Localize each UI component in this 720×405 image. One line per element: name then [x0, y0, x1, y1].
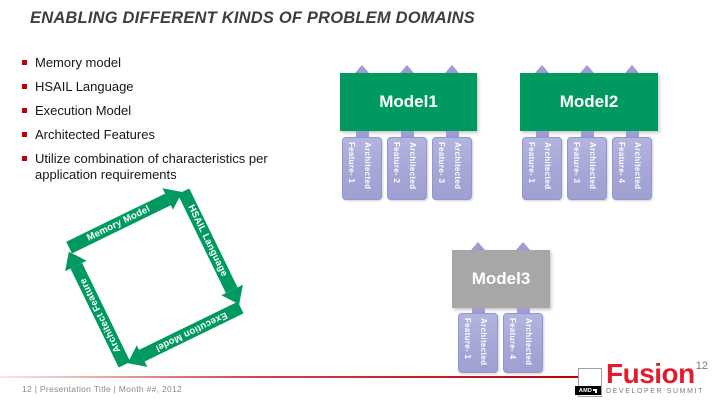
cycle-arrow-execution-model: Execution Model [122, 297, 246, 374]
feature-row: Architected Feature- 1 Architected Featu… [458, 313, 543, 373]
arrow-up-icon [580, 65, 594, 73]
feature-box: Architected Feature- 1 [342, 137, 382, 200]
model-name: Model1 [379, 92, 438, 111]
fusion-logo-text: Fusion 12 DEVELOPER SUMMIT [606, 358, 709, 396]
arrow-label: Memory Model [84, 203, 152, 244]
arrow-up-icon [445, 65, 459, 73]
bullet-text: Execution Model [35, 103, 132, 118]
amd-arrow-icon [593, 388, 598, 393]
feature-label: Architected Feature- 2 [392, 142, 417, 190]
arrow-stem [535, 131, 549, 137]
arrow-stem [445, 131, 459, 137]
model1-group: Model1 Architected Feature- 1 Architecte… [340, 65, 477, 200]
feature-box: Architected Feature- 1 [522, 137, 562, 200]
bullet-marker-icon [22, 84, 27, 89]
bullet-text: HSAIL Language [35, 79, 134, 94]
list-item: Execution Model [22, 103, 324, 119]
fusion-superscript: 12 [695, 360, 709, 372]
model-name: Model3 [471, 269, 531, 288]
bullet-marker-icon [22, 60, 27, 65]
arrow-stem [472, 308, 485, 314]
cycle-arrow-hsail-language: HSAIL Language [173, 186, 250, 310]
arrow-up-icon [400, 65, 414, 73]
list-item: HSAIL Language [22, 79, 324, 95]
bullet-marker-icon [22, 108, 27, 113]
feature-label: Architected Feature- 3 [437, 142, 462, 190]
amd-text: AMD [578, 387, 593, 394]
arrow-stem [400, 131, 414, 137]
list-item: Architected Features [22, 127, 324, 143]
model2-box: Model2 [520, 73, 658, 131]
feature-label: Architected Feature- 1 [347, 142, 372, 190]
feature-label: Architected Feature- 4 [617, 142, 642, 190]
arrow-stem [580, 131, 594, 137]
bullet-marker-icon [22, 132, 27, 137]
model-name: Model2 [559, 92, 619, 111]
list-item: Memory model [22, 55, 324, 71]
feature-row: Architected Feature- 1 Architected Featu… [342, 137, 472, 200]
arrow-bar: HSAIL Language [178, 188, 238, 293]
arrow-up-icon [516, 242, 530, 250]
feature-label: Architected Feature- 1 [527, 142, 552, 190]
page-title: ENABLING DIFFERENT KINDS OF PROBLEM DOMA… [30, 9, 475, 27]
amd-logo-box: AMD [575, 368, 602, 397]
cycle-arrow-memory-model: Memory Model [64, 181, 188, 258]
feature-box: Architected Feature- 1 [458, 313, 498, 373]
feature-label: Architected Feature- 1 [463, 318, 488, 366]
arrow-bar: Architect Feature [70, 263, 130, 368]
fusion-wordmark: Fusion [606, 358, 695, 389]
bullet-text: Utilize combination of characteristics p… [35, 151, 268, 182]
feature-box: Architected Feature- 3 [567, 137, 607, 200]
arrow-label: HSAIL Language [185, 202, 231, 279]
model1-box: Model1 [340, 73, 477, 131]
arrow-bar: Memory Model [66, 193, 171, 254]
feature-box: Architected Feature- 2 [387, 137, 427, 200]
model3-group: Model3 Architected Feature- 1 Architecte… [452, 242, 550, 373]
arrow-stem [517, 308, 530, 314]
bullet-text: Architected Features [35, 127, 155, 142]
list-item: Utilize combination of characteristics p… [22, 151, 324, 183]
arrow-bar: Execution Model [139, 302, 244, 362]
cycle-diagram: Memory Model HSAIL Language Execution Mo… [58, 181, 250, 374]
cycle-arrow-architect-feature: Architect Feature [58, 246, 135, 370]
arrow-up-icon [355, 65, 369, 73]
arrow-up-icon [535, 65, 549, 73]
fusion-logo: AMD Fusion 12 DEVELOPER SUMMIT [575, 358, 709, 397]
footer-text: 12 | Presentation Title | Month ##, 2012 [22, 384, 183, 394]
amd-wordmark: AMD [575, 386, 601, 395]
feature-row: Architected Feature- 1 Architected Featu… [522, 137, 652, 200]
model3-box: Model3 [452, 250, 550, 308]
arrow-stem [355, 131, 369, 137]
feature-label: Architected Feature- 4 [508, 318, 533, 366]
feature-box: Architected Feature- 4 [612, 137, 652, 200]
model2-group: Model2 Architected Feature- 1 Architecte… [520, 65, 658, 200]
bullet-marker-icon [22, 156, 27, 161]
arrow-label: Execution Model [153, 309, 230, 355]
footer-divider [0, 376, 578, 378]
arrow-label: Architect Feature [77, 276, 123, 355]
bullet-text: Memory model [35, 55, 121, 70]
feature-box: Architected Feature- 4 [503, 313, 543, 373]
fusion-brand-row: Fusion 12 [606, 358, 709, 389]
bullet-list: Memory model HSAIL Language Execution Mo… [22, 55, 324, 191]
arrow-up-icon [471, 242, 485, 250]
arrow-stem [625, 131, 639, 137]
feature-label: Architected Feature- 3 [572, 142, 597, 190]
arrow-up-icon [625, 65, 639, 73]
fusion-subtitle: DEVELOPER SUMMIT [606, 388, 704, 395]
feature-box: Architected Feature- 3 [432, 137, 472, 200]
